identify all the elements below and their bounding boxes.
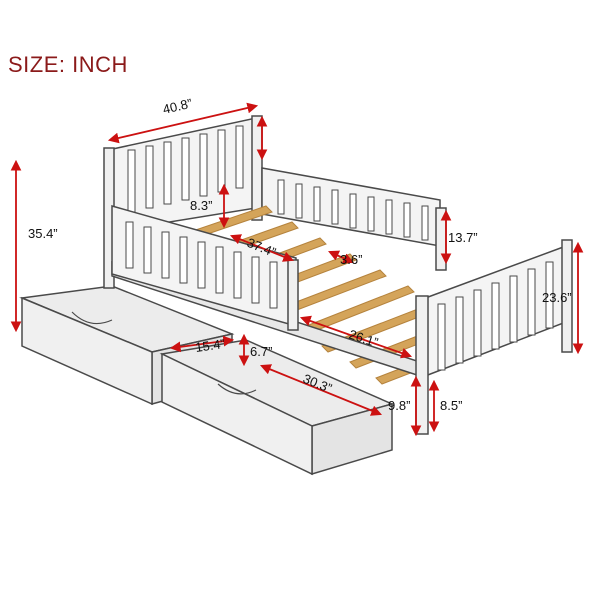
right-drawer-handle: [217, 383, 257, 395]
front-guardrail-end-post: [287, 259, 299, 331]
footboard-right-post: [561, 239, 573, 353]
slat-gap-arrow: [328, 250, 354, 264]
guardrail-height-label: 13.7”: [448, 230, 478, 245]
left-drawer-side: [21, 296, 153, 406]
drawer-depth-label: 15.4”: [194, 336, 225, 355]
headboard-width-arrow: [107, 102, 259, 144]
inner-width-arrow: [229, 234, 295, 262]
headboard-right-post: [251, 115, 263, 221]
headboard-width-label: 40.8”: [161, 96, 193, 117]
leg-height-label: 8.5”: [440, 398, 462, 413]
size-unit-label: SIZE: INCH: [8, 52, 128, 77]
front-guardrail-slats: [125, 221, 278, 309]
drawer-depth-arrow: [169, 335, 235, 353]
back-guardrail-slats: [277, 179, 429, 241]
left-drawer-handle: [71, 311, 113, 325]
back-right-post: [435, 207, 447, 271]
drawer-height-label: 6.7”: [250, 344, 272, 359]
footboard-height-label: 23.6”: [542, 290, 572, 305]
slat-gap-label: 3.6”: [340, 252, 362, 267]
guardrail-length-arrow: [299, 315, 413, 359]
drawer-length-arrow: [259, 364, 383, 416]
total-height-label: 35.4”: [28, 226, 58, 241]
dimension-arrows: [10, 102, 584, 437]
rail-to-slat-label: 8.3”: [190, 198, 212, 213]
footboard-slats: [437, 261, 554, 371]
floor-clearance-label: 9.8”: [388, 398, 410, 413]
footboard-left-post: [415, 295, 429, 435]
